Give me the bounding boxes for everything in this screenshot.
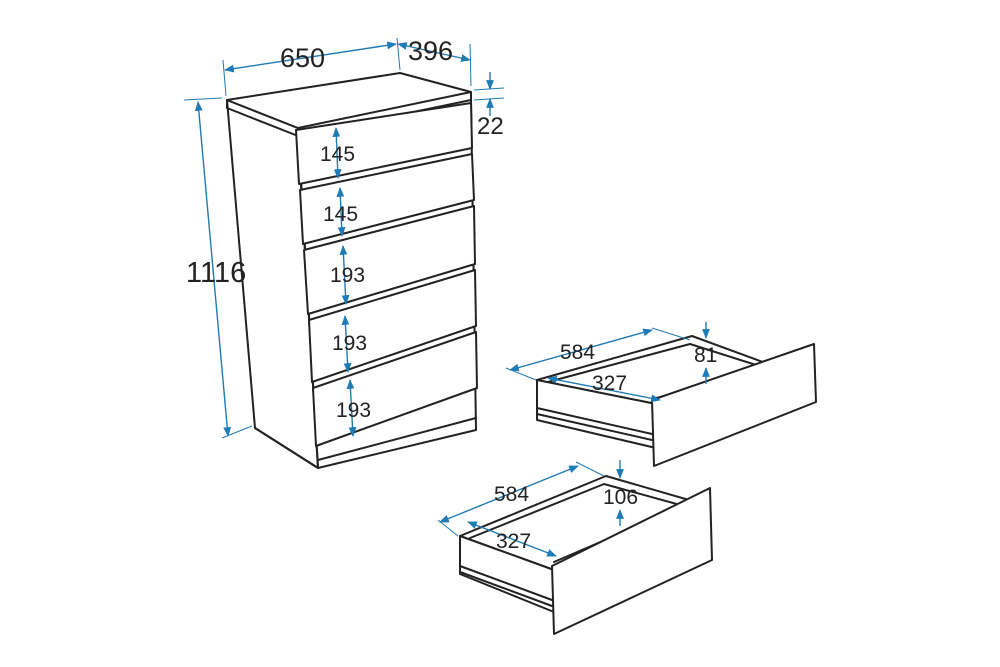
- top-thickness-label: 22: [477, 113, 504, 140]
- depth-dimension-line: [397, 42, 471, 62]
- drawer-4-height-label: 193: [332, 332, 367, 355]
- large-drawer-length-line: [439, 465, 579, 523]
- large-drawer-width-label: 327: [496, 530, 531, 553]
- drawer-5-height-line: [346, 379, 357, 437]
- depth-extension-right: [469, 43, 472, 87]
- drawer-2-height-line: [336, 187, 346, 237]
- drawer-3-height-line: [339, 245, 350, 305]
- large-drawer-length-label: 584: [494, 483, 529, 506]
- drawer-4-height-line: [341, 315, 352, 373]
- small-drawer-length-line: [509, 328, 653, 372]
- width-extension-left: [222, 59, 227, 97]
- chest-width-label: 650: [280, 43, 325, 73]
- large-drawer-width-line: [467, 521, 557, 557]
- width-dimension-line: [224, 41, 397, 73]
- chest-height-label: 1116: [186, 257, 246, 289]
- chest-depth-label: 396: [408, 36, 453, 66]
- large-drawer-dimensions: 584 327 106: [437, 460, 638, 557]
- small-drawer-front: [651, 343, 817, 467]
- small-drawer-width-line: [547, 375, 661, 403]
- drawer-1-height-line: [332, 127, 342, 179]
- large-drawer-depth-label: 106: [603, 486, 638, 509]
- drawer-3-height-label: 193: [330, 264, 365, 287]
- chest-plinth: [317, 417, 477, 461]
- drawer-1-height-label: 145: [320, 143, 355, 166]
- drawer-5-height-label: 193: [336, 399, 371, 422]
- width-extension-right: [396, 37, 401, 71]
- small-drawer-dimensions: 584 327 81: [505, 322, 717, 403]
- large-drawer-front: [551, 487, 713, 635]
- height-dimension-line: [194, 101, 232, 437]
- small-drawer-depth-label: 81: [694, 344, 717, 367]
- chest-dimensions: 650 396 22 1116 145 145 193 193 193: [183, 36, 505, 439]
- small-drawer-width-label: 327: [592, 372, 627, 395]
- drawer-2-height-label: 145: [323, 203, 358, 226]
- small-drawer-length-label: 584: [560, 341, 595, 364]
